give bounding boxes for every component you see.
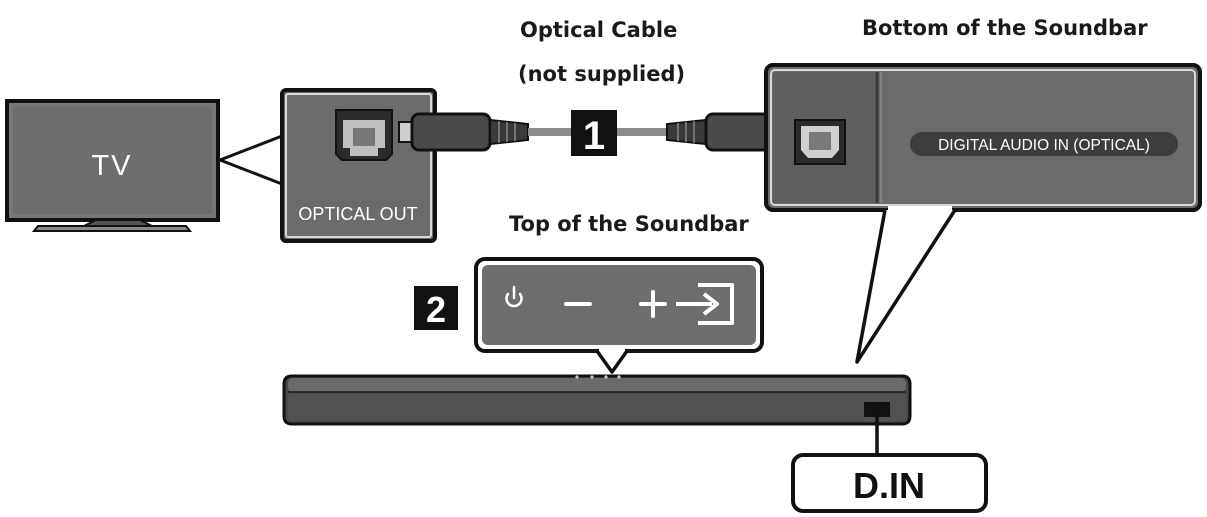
bottom-panel: DIGITAL AUDIO IN (OPTICAL) bbox=[764, 63, 1202, 212]
source-icon bbox=[676, 283, 734, 325]
cable-connector-right bbox=[666, 112, 791, 152]
cable-label-line2: (not supplied) bbox=[518, 62, 686, 86]
power-icon bbox=[505, 285, 523, 308]
digital-audio-in-socket-icon bbox=[794, 119, 846, 165]
step-2-number: 2 bbox=[426, 289, 446, 330]
top-panel-title: Top of the Soundbar bbox=[509, 212, 749, 236]
cable-label-line1: Optical Cable bbox=[520, 18, 678, 42]
volume-up-icon bbox=[639, 290, 667, 318]
digital-audio-in-label: DIGITAL AUDIO IN (OPTICAL) bbox=[938, 137, 1150, 154]
step-1-number: 1 bbox=[583, 114, 605, 158]
bottom-panel-title: Bottom of the Soundbar bbox=[862, 16, 1148, 40]
soundbar bbox=[282, 374, 912, 426]
din-port bbox=[864, 402, 890, 417]
tv-label: TV bbox=[91, 150, 132, 182]
tv-optical-out-panel: OPTICAL OUT bbox=[280, 88, 437, 243]
step-1-badge bbox=[571, 110, 617, 156]
cable-connector-left bbox=[398, 112, 529, 152]
top-panel bbox=[474, 257, 764, 353]
tv: TV bbox=[5, 99, 220, 232]
optical-out-socket-icon bbox=[335, 109, 393, 161]
step-2-badge bbox=[414, 286, 458, 330]
din-callout-box bbox=[791, 453, 988, 513]
optical-out-label: OPTICAL OUT bbox=[298, 204, 417, 224]
din-callout-label: D.IN bbox=[853, 465, 925, 506]
